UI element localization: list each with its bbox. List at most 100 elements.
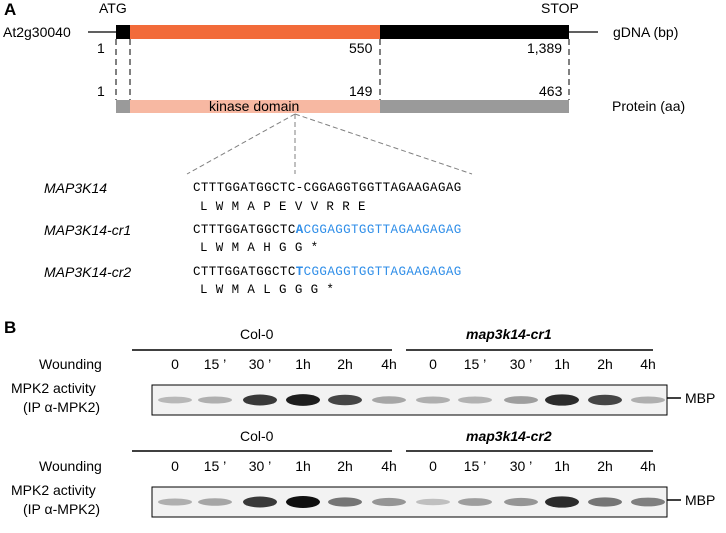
protein-pos-start: 1	[97, 83, 105, 99]
seq-name-wt: MAP3K14	[44, 180, 108, 196]
zoom-line-right	[294, 113, 473, 175]
zoom-line-left	[186, 113, 296, 175]
blot-1-band-9	[545, 394, 579, 406]
blot-2-band-1	[198, 498, 232, 506]
blot-1-timepoint-0: 0	[171, 356, 179, 372]
blot-1-band-1	[198, 396, 232, 404]
blot-2-band-5	[372, 497, 406, 507]
blot-1-timepoint-10: 2h	[597, 356, 613, 372]
blot-1-band-6	[416, 396, 450, 404]
blot-2-row-label-1: MPK2 activity	[11, 482, 96, 498]
blot-2-band-10	[588, 497, 622, 507]
blot-2-timepoint-6: 0	[429, 458, 437, 474]
blot-2-timepoint-8: 30 ’	[509, 458, 533, 474]
blot-1-timepoint-5: 4h	[381, 356, 397, 372]
seq-dna-cr2-prefix: CTTTGGATGGCTC	[193, 265, 296, 279]
blot-2-frame	[151, 486, 668, 518]
blot-1-group-mutant: map3k14-cr1	[466, 326, 552, 342]
blot-2-band-9	[545, 496, 579, 508]
seq-aa-cr1: L W M A H G G *	[200, 241, 319, 255]
gdna-3prime-block	[380, 25, 569, 39]
seq-dna-cr2-suffix: CGGAGGTGGTTAGAAGAGAG	[303, 265, 462, 279]
blot-2-row-label-2: (IP α-MPK2)	[23, 501, 101, 517]
blot-1-timepoint-11: 4h	[640, 356, 656, 372]
blot-2-bands	[158, 496, 665, 508]
blot-1-band-label: MBP	[685, 390, 716, 406]
gdna-pos-kinase-end: 550	[349, 40, 373, 56]
seq-dna-cr1-suffix: CGGAGGTGGTTAGAAGAGAG	[303, 223, 462, 237]
seq-aa-cr2: L W M A L G G G *	[200, 283, 335, 297]
seq-dna-cr1-insertion: A	[295, 223, 304, 237]
blot-2-band-7	[458, 498, 492, 506]
seq-dna-wt: CTTTGGATGGCTC-CGGAGGTGGTTAGAAGAGAG	[193, 181, 462, 195]
seq-dna-cr2-insertion: T	[295, 265, 304, 279]
blot-2-timepoint-10: 2h	[597, 458, 613, 474]
blot-1-row-label-1: MPK2 activity	[11, 380, 96, 396]
gdna-5prime-block	[116, 25, 130, 39]
gdna-kinase-block	[130, 25, 380, 39]
panel-a-label: A	[4, 0, 17, 19]
blot-2-group-col0: Col-0	[240, 428, 274, 444]
panel-b-label: B	[4, 318, 17, 337]
blot-2-timepoint-0: 0	[171, 458, 179, 474]
blot-1-timepoint-7: 15 ’	[463, 356, 487, 372]
blot-1-timepoint-2: 30 ’	[248, 356, 272, 372]
blot-1-band-10	[588, 394, 622, 406]
blot-2-group-mutant: map3k14-cr2	[466, 428, 552, 444]
protein-pos-end: 463	[539, 83, 563, 99]
blot-1-band-5	[372, 396, 406, 404]
blot-2-timepoint-4: 2h	[337, 458, 353, 474]
blot-1-frame	[151, 384, 668, 416]
blot-2-timepoint-3: 1h	[295, 458, 311, 474]
blot-1-row-label-2: (IP α-MPK2)	[23, 399, 101, 415]
blot-2-timepoint-5: 4h	[381, 458, 397, 474]
gdna-unit-label: gDNA (bp)	[613, 24, 679, 40]
blot-1-timepoint-3: 1h	[295, 356, 311, 372]
blot-1-band-3	[286, 394, 320, 406]
blot-2-band-0	[158, 498, 192, 506]
protein-kinase-domain	[130, 100, 380, 113]
blot-1-band-7	[458, 396, 492, 404]
kinase-domain-label: kinase domain	[209, 98, 300, 114]
blot-2-band-label: MBP	[685, 492, 716, 508]
blot-2-timepoint-9: 1h	[554, 458, 570, 474]
gene-name: At2g30040	[3, 24, 71, 40]
blot-2-band-8	[504, 497, 538, 507]
start-codon-label: ATG	[99, 0, 127, 16]
gdna-pos-start: 1	[97, 40, 105, 56]
seq-name-cr2: MAP3K14-cr2	[44, 264, 132, 280]
seq-dna-cr1: CTTTGGATGGCTCACGGAGGTGGTTAGAAGAGAG	[193, 223, 462, 237]
blot-1-band-0	[158, 396, 192, 404]
blot-1-bands	[158, 394, 665, 406]
blot-2-band-2	[243, 496, 277, 508]
protein-unit-label: Protein (aa)	[612, 98, 686, 114]
blot-2-wounding-label: Wounding	[39, 458, 102, 474]
blot-2-timepoint-11: 4h	[640, 458, 656, 474]
blot-1-band-4	[328, 394, 362, 406]
blot-1-wounding-label: Wounding	[39, 356, 102, 372]
blot-1-timepoint-9: 1h	[554, 356, 570, 372]
seq-aa-wt: L W M A P E V V R R E	[200, 200, 366, 214]
blot-2-band-6	[416, 498, 450, 506]
protein-pos-kinase-end: 149	[349, 83, 373, 99]
blot-1-timepoint-8: 30 ’	[509, 356, 533, 372]
blot-1-timepoint-6: 0	[429, 356, 437, 372]
blot-1-timepoint-1: 15 ’	[203, 356, 227, 372]
gdna-pos-stop: 1,389	[527, 40, 563, 56]
blot-1-timepoint-4: 2h	[337, 356, 353, 372]
blot-1-band-11	[631, 396, 665, 404]
seq-name-cr1: MAP3K14-cr1	[44, 222, 132, 238]
seq-dna-cr2: CTTTGGATGGCTCTCGGAGGTGGTTAGAAGAGAG	[193, 265, 462, 279]
blot-2-band-3	[286, 496, 320, 508]
blot-2-band-11	[631, 497, 665, 507]
stop-codon-label: STOP	[541, 0, 579, 16]
blot-1-band-8	[504, 396, 538, 404]
blot-2-band-4	[328, 497, 362, 507]
blot-1-group-col0: Col-0	[240, 326, 274, 342]
blot-2-timepoint-1: 15 ’	[203, 458, 227, 474]
blot-2-timepoint-7: 15 ’	[463, 458, 487, 474]
blot-2-timepoint-2: 30 ’	[248, 458, 272, 474]
seq-dna-cr1-prefix: CTTTGGATGGCTC	[193, 223, 296, 237]
blot-1-band-2	[243, 394, 277, 406]
